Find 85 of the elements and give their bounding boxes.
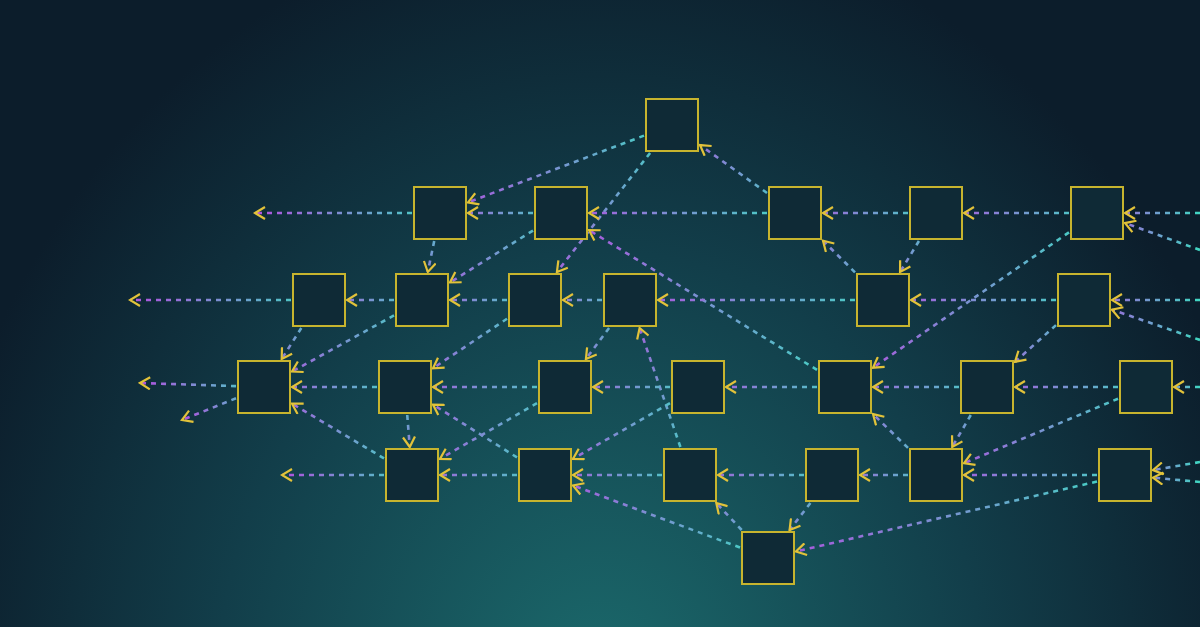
dashed-arrow (950, 414, 972, 449)
dashed-arrow (1013, 379, 1118, 395)
dashed-arrow (788, 502, 812, 532)
square-node (518, 448, 572, 502)
dashed-arrow (715, 501, 743, 531)
dashed-arrow (1172, 379, 1200, 395)
dashed-arrow (858, 467, 908, 483)
dashed-arrow (571, 467, 662, 483)
dashed-arrow (871, 379, 959, 395)
square-node (508, 273, 562, 327)
square-node (1098, 448, 1152, 502)
square-node (909, 186, 963, 240)
dashed-arrow (716, 467, 804, 483)
square-node (603, 273, 657, 327)
dashed-arrow (587, 205, 767, 221)
dashed-arrow (466, 205, 533, 221)
dashed-arrow (128, 292, 291, 308)
square-node (741, 531, 795, 585)
dashed-arrow (571, 482, 741, 549)
dashed-arrow (422, 240, 437, 274)
square-node (645, 98, 699, 152)
square-node (663, 448, 717, 502)
dashed-arrow (431, 379, 537, 395)
square-node (413, 186, 467, 240)
dashed-arrow (584, 327, 611, 361)
dashed-arrow (587, 229, 818, 371)
dashed-arrow (555, 152, 652, 274)
dashed-arrow (909, 292, 1056, 308)
square-node (1119, 360, 1173, 414)
dashed-arrow (448, 229, 534, 284)
dashed-arrow (1151, 471, 1200, 486)
dashed-arrow (438, 401, 538, 461)
dashed-arrow (431, 317, 508, 370)
dashed-arrow (821, 239, 856, 274)
dashed-arrow (794, 480, 1098, 557)
square-node (671, 360, 725, 414)
dashed-arrow (401, 414, 417, 449)
dashed-arrow (345, 292, 394, 308)
dashed-arrow (871, 413, 909, 449)
dashed-arrow (656, 292, 855, 308)
dashed-arrow (898, 240, 921, 274)
dashed-arrow (280, 467, 384, 483)
square-node (818, 360, 872, 414)
dashed-arrow (962, 397, 1119, 467)
square-node (768, 186, 822, 240)
dashed-arrow (1123, 205, 1200, 221)
dashed-arrow (290, 402, 385, 460)
square-node (909, 448, 963, 502)
dashed-arrow (253, 205, 412, 221)
dashed-arrow (724, 379, 817, 395)
dashed-arrow (438, 467, 517, 483)
dashed-arrow (290, 314, 395, 374)
square-node (237, 360, 291, 414)
dashed-arrow (1110, 306, 1200, 342)
square-node (805, 448, 859, 502)
dashed-arrow (1151, 460, 1200, 476)
dashed-arrow (636, 326, 682, 448)
dashed-arrow (280, 327, 303, 361)
square-node (1057, 273, 1111, 327)
dashed-arrow (561, 292, 602, 308)
dashed-arrow (180, 397, 237, 423)
square-node (1070, 186, 1124, 240)
dashed-arrow (466, 134, 645, 206)
dashed-arrow (591, 379, 670, 395)
dashed-arrow (1013, 324, 1057, 363)
dashed-arrow (962, 467, 1097, 483)
square-node (378, 360, 432, 414)
square-node (534, 186, 588, 240)
dashed-arrow (1123, 219, 1200, 252)
dashed-arrow (571, 401, 671, 461)
dashed-arrow (138, 376, 237, 391)
dashed-arrow (962, 205, 1069, 221)
dashed-arrow (821, 205, 908, 221)
dashed-arrow (871, 231, 1070, 369)
square-node (538, 360, 592, 414)
dashed-arrow (448, 292, 507, 308)
square-node (960, 360, 1014, 414)
dashed-arrow (431, 403, 518, 459)
square-node (395, 273, 449, 327)
dashed-arrow (698, 143, 768, 195)
square-node (856, 273, 910, 327)
square-node (292, 273, 346, 327)
dashed-arrow (1110, 292, 1200, 308)
dashed-arrow (290, 379, 377, 395)
square-node (385, 448, 439, 502)
